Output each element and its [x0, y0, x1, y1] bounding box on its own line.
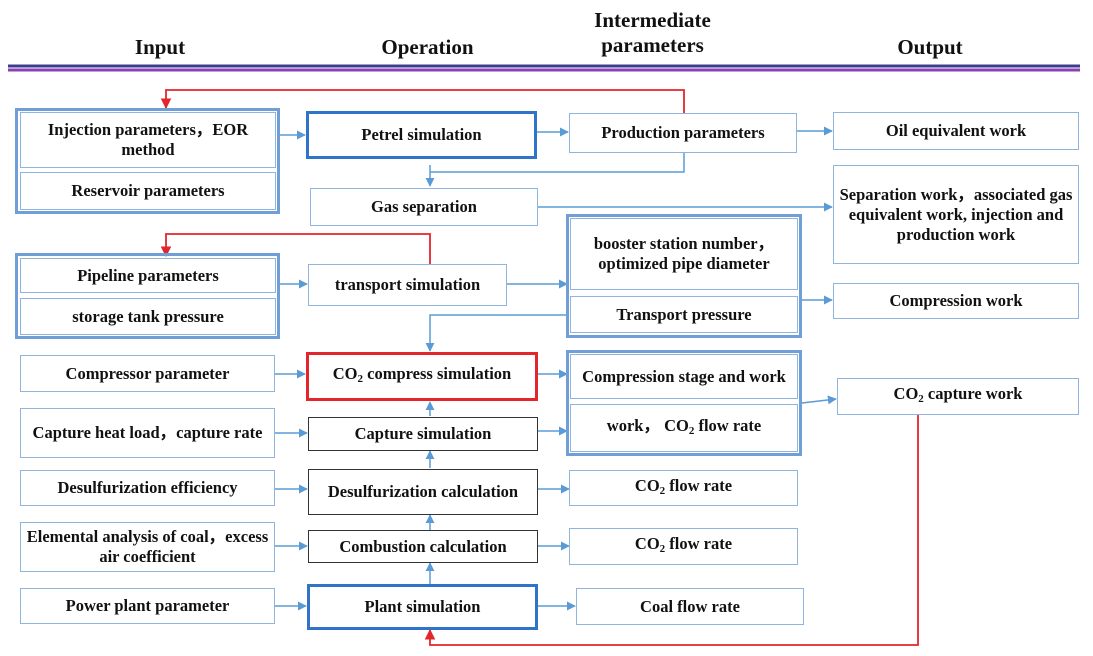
- header-operation: Operation: [381, 35, 474, 59]
- input-pipeline-parameters: Pipeline parameters: [20, 258, 276, 293]
- header-intermediate: Intermediate parameters: [594, 8, 711, 57]
- group-compression-intermediates: [566, 350, 802, 456]
- out-co2-capture-work: CO2 capture work: [837, 378, 1079, 415]
- co2-subscript: 2: [688, 424, 695, 437]
- mid-co2-flow-rate-combustion: CO2 flow rate: [569, 528, 798, 565]
- op-capture-simulation: Capture simulation: [308, 417, 538, 451]
- co2-subscript: 2: [659, 543, 666, 555]
- op-gas-separation: Gas separation: [310, 188, 538, 226]
- mid-co2-flow-rate-desulf: CO2 flow rate: [569, 470, 798, 506]
- op-petrel-simulation: Petrel simulation: [306, 111, 537, 159]
- header-output: Output: [897, 35, 963, 59]
- input-capture-heat-load: Capture heat load，capture rate: [20, 408, 275, 458]
- out-oil-equivalent-work: Oil equivalent work: [833, 112, 1079, 150]
- co2-subscript: 2: [659, 484, 666, 497]
- header-input: Input: [134, 35, 186, 59]
- mid-booster-station: booster station number，optimized pipe di…: [570, 218, 798, 290]
- feedback-capture-work-to-plant: [424, 414, 919, 646]
- work-co2-prefix: work， CO: [606, 415, 689, 435]
- flow-rate-suffix: flow rate: [665, 534, 733, 553]
- arrow-production-to-gas-sep: [430, 153, 685, 173]
- group-pipeline-inputs: [15, 253, 280, 339]
- out-co2-capture-label: CO2 capture work: [894, 384, 1023, 409]
- flow-rate-suffix: flow rate: [665, 475, 733, 495]
- mid-production-parameters: Production parameters: [569, 113, 797, 153]
- input-injection-parameters: Injection parameters，EOR method: [20, 112, 276, 168]
- mid-work-co2-label: work， CO2 flow rate: [607, 416, 761, 441]
- out-separation-work: Separation work，associated gas equivalen…: [833, 165, 1079, 264]
- arrow-compression-group-to-capture-work: [801, 395, 837, 405]
- op-plant-simulation: Plant simulation: [307, 584, 538, 630]
- input-compressor-parameter: Compressor parameter: [20, 355, 275, 392]
- co2-prefix: CO: [332, 364, 358, 383]
- co2-subscript: 2: [918, 393, 924, 405]
- mid-transport-pressure: Transport pressure: [570, 296, 798, 333]
- input-power-plant-parameter: Power plant parameter: [20, 588, 275, 624]
- input-reservoir-parameters: Reservoir parameters: [20, 172, 276, 210]
- feedback-production-to-injection: [160, 89, 685, 113]
- group-reservoir-inputs: [15, 108, 280, 214]
- op-combustion-calculation: Combustion calculation: [308, 530, 538, 563]
- capture-suffix: capture work: [923, 384, 1023, 403]
- co2-prefix: CO: [893, 384, 919, 403]
- op-desulfurization-calculation: Desulfurization calculation: [308, 469, 538, 515]
- mid-work-co2-flow-rate: work， CO2 flow rate: [570, 404, 798, 452]
- input-elemental-analysis: Elemental analysis of coal，excess air co…: [20, 522, 275, 572]
- mid-coal-flow-rate: Coal flow rate: [576, 588, 804, 625]
- op-co2-compress-label: CO2 compress simulation: [333, 364, 511, 389]
- co2-subscript: 2: [357, 373, 364, 385]
- mid-co2-flow-label: CO2 flow rate: [635, 476, 732, 501]
- arrow-transport-pressure-to-compress: [425, 314, 567, 352]
- mid-co2-flow-label: CO2 flow rate: [635, 534, 732, 559]
- co2-prefix: CO: [634, 534, 660, 553]
- out-compression-work: Compression work: [833, 283, 1079, 319]
- op-co2-compress-simulation: CO2 compress simulation: [306, 352, 538, 401]
- input-desulfurization-efficiency: Desulfurization efficiency: [20, 470, 275, 506]
- group-transport-intermediates: [566, 214, 802, 338]
- co2-prefix: CO: [634, 475, 660, 495]
- feedback-transport-to-pipeline: [160, 233, 431, 264]
- flow-rate-suffix: flow rate: [694, 415, 762, 435]
- input-storage-tank-pressure: storage tank pressure: [20, 298, 276, 335]
- mid-compression-stage: Compression stage and work: [570, 354, 798, 399]
- op-transport-simulation: transport simulation: [308, 264, 507, 306]
- compress-suffix: compress simulation: [363, 364, 512, 383]
